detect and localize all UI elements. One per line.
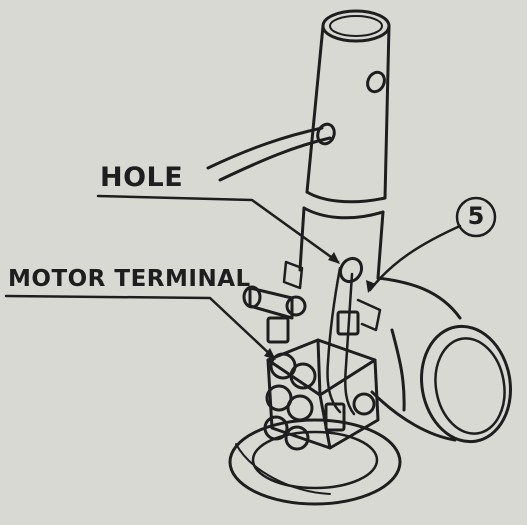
part-number-balloon <box>455 196 497 238</box>
side-bolt <box>242 260 307 344</box>
lower-tube <box>298 206 385 284</box>
cable <box>206 126 332 182</box>
part-five-leader-line <box>368 224 462 292</box>
hole-leader-line <box>96 194 340 264</box>
hole-label: HOLE <box>100 162 184 193</box>
leader-lines <box>4 194 462 360</box>
part-number-label: 5 <box>467 202 485 230</box>
motor-terminal-leader-line <box>4 294 276 360</box>
motor-terminal-label: MOTOR TERMINAL <box>8 266 251 292</box>
motor-housing <box>370 276 512 444</box>
upper-tube <box>305 9 391 204</box>
internal-wires <box>326 266 382 416</box>
leader-arrowheads <box>264 252 376 360</box>
base-ring <box>228 418 402 506</box>
